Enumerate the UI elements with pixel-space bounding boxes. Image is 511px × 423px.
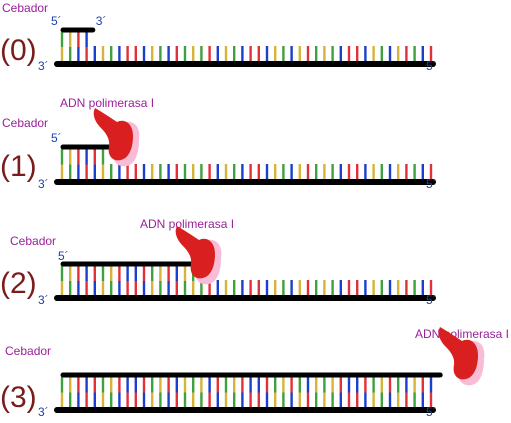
- primer-label: Cebador: [10, 234, 56, 248]
- primer-5-prime-label: 5´: [51, 14, 62, 28]
- polymerase-body: [175, 226, 215, 279]
- step-label: (3): [0, 381, 37, 414]
- primer-label: Cebador: [2, 1, 48, 15]
- polymerase-body: [93, 108, 133, 161]
- polymerase-body: [438, 327, 478, 380]
- polymerase-enzyme: [175, 226, 222, 285]
- polymerase-enzyme: [93, 108, 140, 167]
- panel-3: (3)3´ 5´ Cebador ADN polimerasa I: [0, 327, 509, 419]
- template-5-prime-label: 5´: [426, 59, 437, 73]
- template-3-prime-label: 3´: [38, 177, 49, 191]
- polymerase-label: ADN polimerasa I: [60, 96, 154, 110]
- primer-5-prime-label: 5´: [51, 131, 62, 145]
- template-3-prime-label: 3´: [38, 293, 49, 307]
- polymerase-label: ADN polimerasa I: [140, 217, 234, 231]
- template-5-prime-label: 5´: [426, 177, 437, 191]
- primer-label: Cebador: [2, 116, 48, 130]
- step-label: (2): [0, 267, 37, 300]
- polymerase-enzyme: [438, 327, 485, 386]
- polymerase-label: ADN polimerasa I: [415, 327, 509, 341]
- step-label: (1): [0, 150, 37, 183]
- primer-3-prime-label: 3´: [96, 14, 107, 28]
- template-3-prime-label: 3´: [38, 405, 49, 418]
- template-5-prime-label: 5´: [426, 405, 437, 418]
- step-label: (0): [0, 34, 37, 67]
- template-3-prime-label: 3´: [38, 59, 49, 73]
- primer-label: Cebador: [5, 344, 51, 358]
- primer-5-prime-label: 5´: [58, 249, 69, 263]
- template-5-prime-label: 5´: [426, 293, 437, 307]
